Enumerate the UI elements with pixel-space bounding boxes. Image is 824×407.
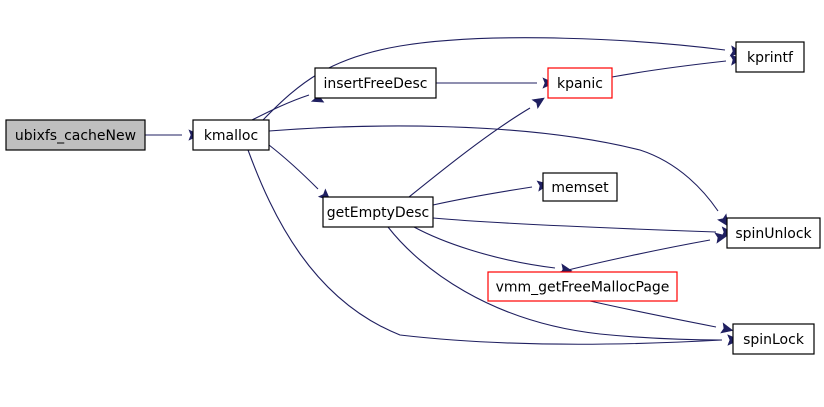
call-edge-kpanic-to-kprintf	[611, 60, 727, 78]
arrowheads-layer	[188, 45, 743, 346]
call-edge-kmalloc-to-getEmptyDesc	[268, 144, 319, 190]
call-edge-kmalloc-to-kprintf	[262, 37, 726, 121]
node-label-kmalloc: kmalloc	[204, 128, 258, 144]
graph-node-insertFreeDesc[interactable]: insertFreeDesc	[314, 67, 437, 99]
call-edge-kmalloc-to-spinLock	[247, 149, 723, 345]
arrowhead-icon	[531, 97, 545, 109]
node-box-kprintf[interactable]	[735, 41, 805, 73]
call-edge-getEmptyDesc-to-kpanic	[408, 107, 531, 198]
arrowhead-icon	[714, 232, 728, 244]
node-label-kpanic: kpanic	[557, 76, 603, 92]
call-edge-getEmptyDesc-to-spinLock	[387, 226, 723, 341]
graph-node-spinUnlock[interactable]: spinUnlock	[726, 217, 821, 249]
node-box-memset[interactable]	[542, 172, 618, 202]
node-label-vmm_getFreeMallocPage: vmm_getFreeMallocPage	[496, 280, 670, 296]
graph-node-vmm_getFreeMallocPage[interactable]: vmm_getFreeMallocPage	[487, 271, 678, 302]
node-label-getEmptyDesc: getEmptyDesc	[327, 205, 430, 221]
node-label-memset: memset	[551, 180, 609, 196]
graph-node-getEmptyDesc[interactable]: getEmptyDesc	[322, 196, 434, 228]
call-edge-getEmptyDesc-to-vmm_getFreeMallocPage	[413, 226, 556, 269]
node-label-insertFreeDesc: insertFreeDesc	[323, 76, 427, 92]
call-edge-vmm_getFreeMallocPage-to-spinLock	[589, 300, 717, 328]
node-box-kmalloc[interactable]	[192, 119, 270, 151]
graph-node-ubixfs_cacheNew[interactable]: ubixfs_cacheNew	[5, 119, 146, 151]
arrowhead-icon	[720, 322, 734, 334]
node-box-getEmptyDesc[interactable]	[322, 196, 434, 228]
graph-node-kpanic[interactable]: kpanic	[547, 67, 613, 99]
node-box-spinLock[interactable]	[732, 323, 815, 355]
graph-node-kmalloc[interactable]: kmalloc	[192, 119, 270, 151]
node-box-insertFreeDesc[interactable]	[314, 67, 437, 99]
call-edge-getEmptyDesc-to-spinUnlock	[432, 217, 717, 233]
call-edge-getEmptyDesc-to-memset	[432, 186, 533, 206]
graph-node-spinLock[interactable]: spinLock	[732, 323, 815, 355]
graph-node-memset[interactable]: memset	[542, 172, 618, 202]
call-edge-kmalloc-to-spinUnlock	[268, 125, 719, 212]
nodes-layer: ubixfs_cacheNew kmalloc insertFreeDesc kpan…	[5, 41, 821, 355]
graph-node-kprintf[interactable]: kprintf	[735, 41, 805, 73]
node-label-ubixfs_cacheNew: ubixfs_cacheNew	[15, 128, 136, 144]
node-box-kpanic[interactable]	[547, 67, 613, 99]
node-box-ubixfs_cacheNew[interactable]	[5, 119, 146, 151]
node-box-spinUnlock[interactable]	[726, 217, 821, 249]
node-label-kprintf: kprintf	[747, 50, 794, 66]
node-label-spinUnlock: spinUnlock	[735, 226, 812, 242]
node-box-vmm_getFreeMallocPage[interactable]	[487, 271, 678, 302]
call-edge-vmm_getFreeMallocPage-to-spinUnlock	[559, 239, 711, 273]
node-label-spinLock: spinLock	[743, 332, 805, 348]
edges-layer	[145, 37, 727, 345]
call-edge-kmalloc-to-insertFreeDesc	[251, 94, 310, 121]
